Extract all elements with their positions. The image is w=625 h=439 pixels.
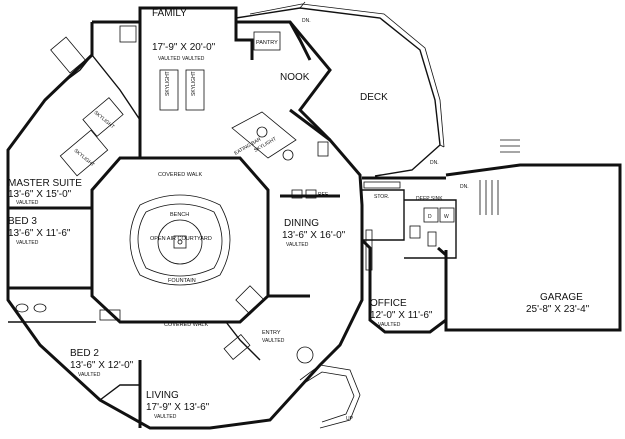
stor-label: STOR.	[374, 194, 389, 200]
entry-note: VAULTED	[262, 338, 285, 344]
living-dim: 17'-9" X 13'-6"	[146, 402, 210, 413]
family-name: FAMILY	[152, 8, 187, 19]
bath-fixtures	[15, 303, 121, 321]
bed3-dim: 13'-6" X 11'-6"	[8, 228, 71, 239]
entry-name: ENTRY	[262, 330, 281, 336]
courtyard	[129, 194, 231, 286]
dn-garage-label: DN.	[460, 184, 469, 190]
courtyard-label: OPEN AIR COURTYARD	[150, 236, 212, 242]
pantry-label: PANTRY	[256, 40, 278, 46]
family-fixtures	[119, 25, 281, 111]
family-dim: 17'-9" X 20'-0"	[152, 42, 216, 53]
living-note: VAULTED	[154, 414, 177, 420]
kitchen-fixtures	[231, 111, 329, 199]
office-dim: 12'-0" X 11'-6"	[370, 310, 433, 321]
deep-sink-label: DEEP SINK	[416, 196, 443, 202]
stairs	[299, 139, 520, 429]
covered-walk-top-label: COVERED WALK	[158, 172, 202, 178]
room-labels: FAMILY 17'-9" X 20'-0" VAULTED MASTER SU…	[8, 8, 590, 420]
office-note: VAULTED	[378, 322, 401, 328]
bed2-name: BED 2	[70, 348, 99, 359]
skylight-label-3: SKYLIGHT	[73, 148, 96, 168]
master-fixtures	[50, 36, 124, 177]
up-label: UP	[346, 416, 354, 422]
covered-walk-bottom-label: COVERED WALK	[164, 322, 208, 328]
dining-name: DINING	[284, 218, 319, 229]
dn-top-label: DN.	[302, 18, 311, 24]
interior-walls	[8, 22, 340, 428]
master-dim: 13'-6" X 15'-0"	[8, 189, 72, 200]
d-label: D	[428, 214, 432, 220]
w-label: W	[444, 214, 449, 220]
family-vaulted-label: VAULTED	[182, 56, 205, 62]
dining-fixtures	[365, 229, 373, 271]
family-note: VAULTED	[158, 56, 181, 62]
fountain-label: FOUNTAIN	[168, 278, 196, 284]
master-name: MASTER SUITE	[8, 178, 82, 189]
deck	[235, 1, 445, 177]
entry-fixtures	[223, 285, 314, 364]
bed3-name: BED 3	[8, 216, 37, 227]
deck-label: DECK	[360, 92, 388, 103]
bench-label: BENCH	[170, 212, 189, 218]
ref-label: REF.	[318, 192, 329, 198]
bed3-note: VAULTED	[16, 240, 39, 246]
skylight-label-2: SKYLIGHT	[191, 71, 197, 96]
laundry-fixtures	[363, 181, 455, 247]
dn-mid-label: DN.	[430, 160, 439, 166]
bed2-note: VAULTED	[78, 372, 101, 378]
master-note: VAULTED	[16, 200, 39, 206]
dining-dim: 13'-6" X 16'-0"	[282, 230, 346, 241]
dining-note: VAULTED	[286, 242, 309, 248]
garage-dim: 25'-8" X 23'-4"	[526, 304, 590, 315]
office-name: OFFICE	[370, 298, 407, 309]
skylight-label-1: SKYLIGHT	[165, 71, 171, 96]
living-name: LIVING	[146, 390, 179, 401]
exterior-walls	[6, 6, 622, 430]
garage-name: GARAGE	[540, 292, 583, 303]
nook-label: NOOK	[280, 72, 310, 83]
skylight-label-4: SKYLIGHT	[93, 110, 116, 130]
bed2-dim: 13'-6" X 12'-0"	[70, 360, 134, 371]
